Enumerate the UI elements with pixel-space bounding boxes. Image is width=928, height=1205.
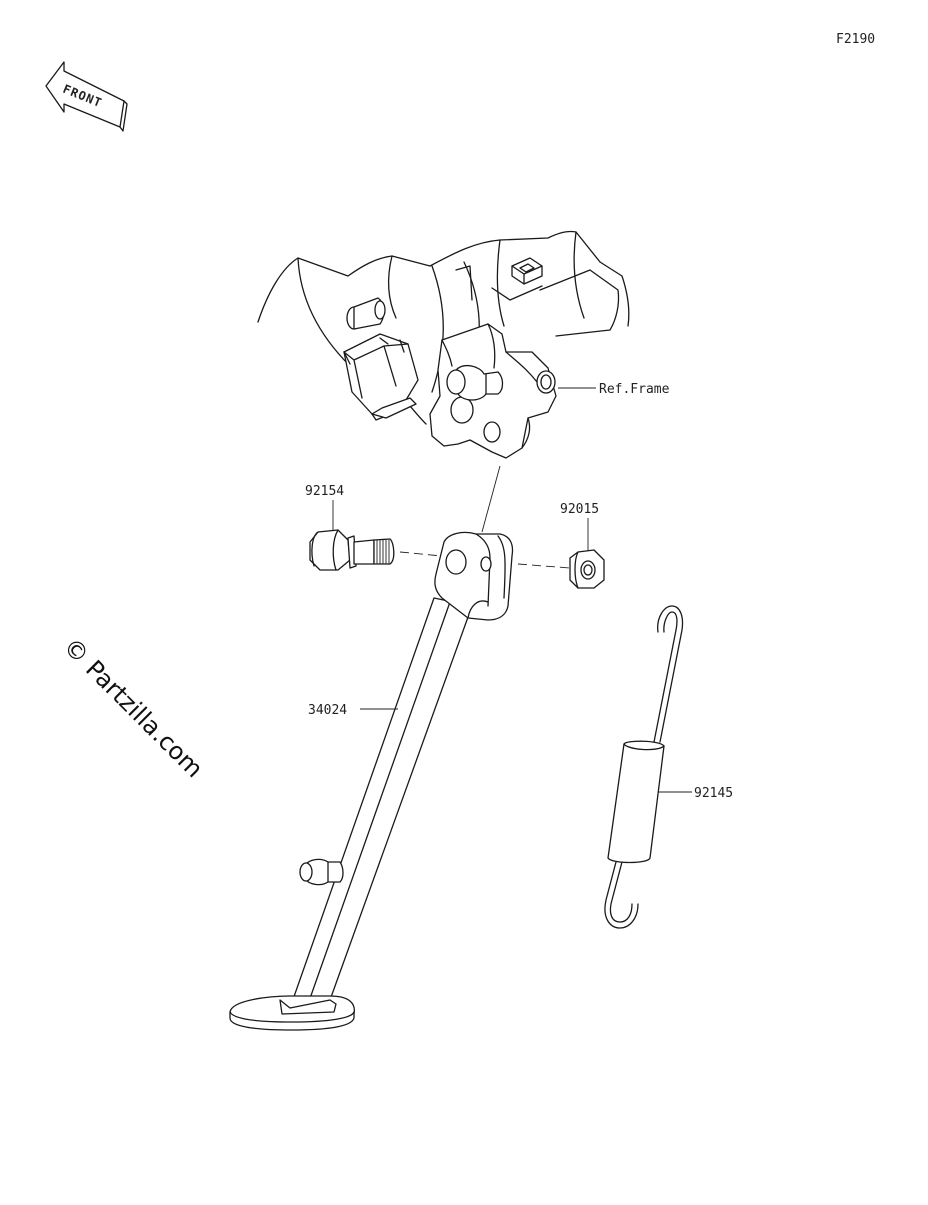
part-92154-bolt[interactable]: 92154 [305, 484, 395, 571]
part-92015-nut[interactable]: 92015 [560, 502, 605, 589]
part-number-34024: 34024 [308, 703, 347, 718]
frame-illustration: Ref.Frame [257, 230, 670, 459]
part-34024-side-stand[interactable]: 34024 [229, 531, 514, 1031]
part-92145-spring[interactable]: 92145 [604, 605, 733, 929]
part-number-92154: 92154 [305, 484, 344, 499]
part-number-92015: 92015 [560, 502, 599, 517]
diagram-code: F2190 [836, 32, 875, 47]
front-arrow-icon: FRONT [45, 61, 128, 132]
part-number-92145: 92145 [694, 786, 733, 801]
watermark: © Partzilla.com [58, 632, 209, 783]
reference-frame-label: Ref.Frame [599, 382, 670, 397]
